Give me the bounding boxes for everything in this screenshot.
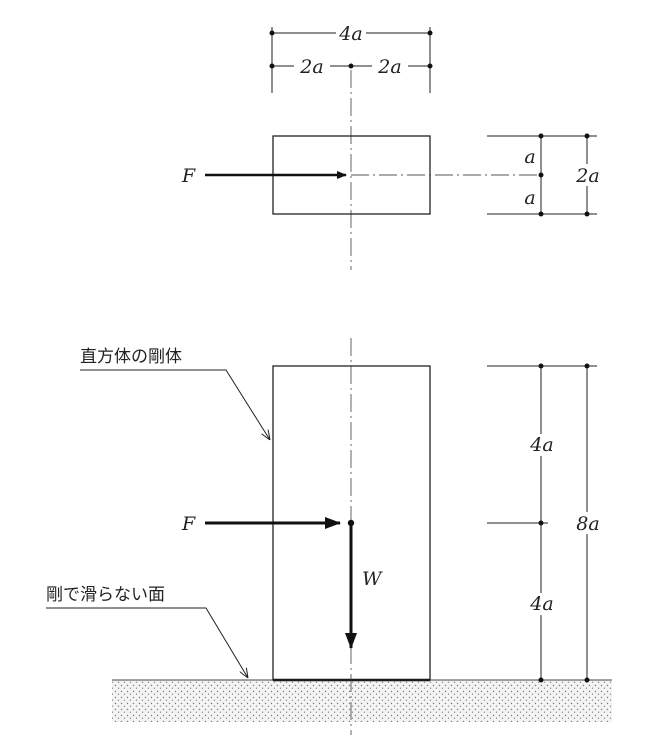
dim-heights: 4a 4a 8a xyxy=(487,363,604,683)
weight-label: W xyxy=(362,568,383,590)
ground-label: 剛で滑らない面 xyxy=(46,585,165,605)
dim-total-width-label: 4a xyxy=(338,23,362,45)
dim-total-height-label: 8a xyxy=(576,513,599,535)
dim-depth-total-label: 2a xyxy=(575,165,599,187)
dim-total-width: 4a xyxy=(269,22,433,93)
elevation-view: 直方体の剛体 剛で滑らない面 F W xyxy=(46,338,612,735)
ground-surface xyxy=(112,680,612,722)
plan-force-label: F xyxy=(181,165,196,187)
dim-half-widths: 2a 2a xyxy=(269,55,433,78)
dim-depth-upper-label: a xyxy=(524,146,535,168)
dim-lower-height-label: 4a xyxy=(529,593,553,615)
dim-upper-height-label: 4a xyxy=(529,434,553,456)
dim-half-left-label: 2a xyxy=(299,56,323,78)
elevation-force-label: F xyxy=(181,513,196,535)
dim-depth: a a 2a xyxy=(487,133,601,217)
ground-leader xyxy=(46,607,248,678)
top-view: 4a 2a 2a F xyxy=(181,22,601,270)
rigid-body-leader xyxy=(80,369,270,440)
dim-depth-lower-label: a xyxy=(524,187,535,209)
dim-half-right-label: 2a xyxy=(377,56,401,78)
rigid-body-label: 直方体の剛体 xyxy=(80,347,182,367)
